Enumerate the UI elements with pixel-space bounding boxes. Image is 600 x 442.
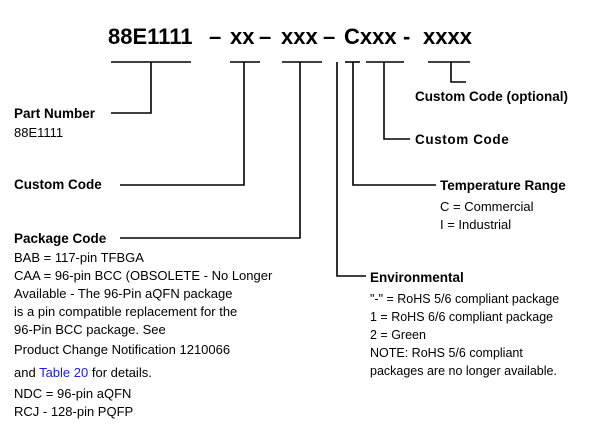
environmental-line-3: 2 = Green: [370, 328, 426, 342]
pn-dash-4: -: [403, 24, 410, 49]
package-code-line-1: BAB = 117-pin TFBGA: [14, 250, 144, 265]
connector-custom-code-left: [120, 62, 245, 186]
environmental-line-5: packages are no longer available.: [370, 364, 557, 378]
part-number-string: 88E1111 – xx – xxx – Cxxx - xxxx: [108, 24, 473, 49]
package-code-line-6: Product Change Notification 1210066: [14, 342, 230, 357]
part-number-value: 88E1111: [14, 125, 63, 140]
package-code-line-4: is a pin compatible replacement for the: [14, 304, 237, 319]
package-code-line-7-suffix: for details.: [88, 365, 152, 380]
package-code-line-7-prefix: and: [14, 365, 39, 380]
package-code-line-9: RCJ - 128-pin PQFP: [14, 404, 133, 419]
pn-base: 88E1111: [108, 24, 192, 49]
temperature-range-line-2: I = Industrial: [440, 217, 511, 232]
connector-part-number: [111, 62, 152, 114]
package-code-line-7: and Table 20 for details.: [14, 365, 152, 380]
temperature-range-heading: Temperature Range: [440, 178, 566, 193]
package-code-line-2: CAA = 96-pin BCC (OBSOLETE - No Longer: [14, 268, 273, 283]
connector-temperature-range: [352, 62, 436, 186]
pn-xxxx: xxxx: [423, 24, 473, 49]
connector-environmental: [336, 62, 366, 277]
custom-code-left-heading: Custom Code: [14, 177, 102, 192]
package-code-heading: Package Code: [14, 231, 107, 246]
environmental-line-4: NOTE: RoHS 5/6 compliant: [370, 346, 523, 360]
connector-custom-code-right: [383, 62, 410, 140]
package-code-line-5: 96-Pin BCC package. See: [14, 322, 166, 337]
pn-xx: xx: [230, 24, 255, 49]
connector-custom-code-optional: [450, 62, 466, 83]
pn-dash-2: –: [259, 24, 271, 49]
part-number-heading: Part Number: [14, 106, 96, 121]
environmental-heading: Environmental: [370, 270, 464, 285]
connector-package-code: [120, 62, 301, 239]
environmental-line-2: 1 = RoHS 6/6 compliant package: [370, 310, 553, 324]
pn-dash-3: –: [323, 24, 335, 49]
custom-code-right-heading: Custom Code: [415, 132, 509, 147]
package-code-line-8: NDC = 96-pin aQFN: [14, 386, 131, 401]
temperature-range-line-1: C = Commercial: [440, 199, 534, 214]
table-20-link[interactable]: Table 20: [39, 365, 88, 380]
environmental-line-1: "-" = RoHS 5/6 compliant package: [370, 292, 559, 306]
pn-dash-1: –: [209, 24, 221, 49]
pn-xxx: xxx: [281, 24, 318, 49]
package-code-line-3: Available - The 96-Pin aQFN package: [14, 286, 232, 301]
pn-cxxx: Cxxx: [344, 24, 397, 49]
custom-code-optional-heading: Custom Code (optional): [415, 89, 568, 104]
